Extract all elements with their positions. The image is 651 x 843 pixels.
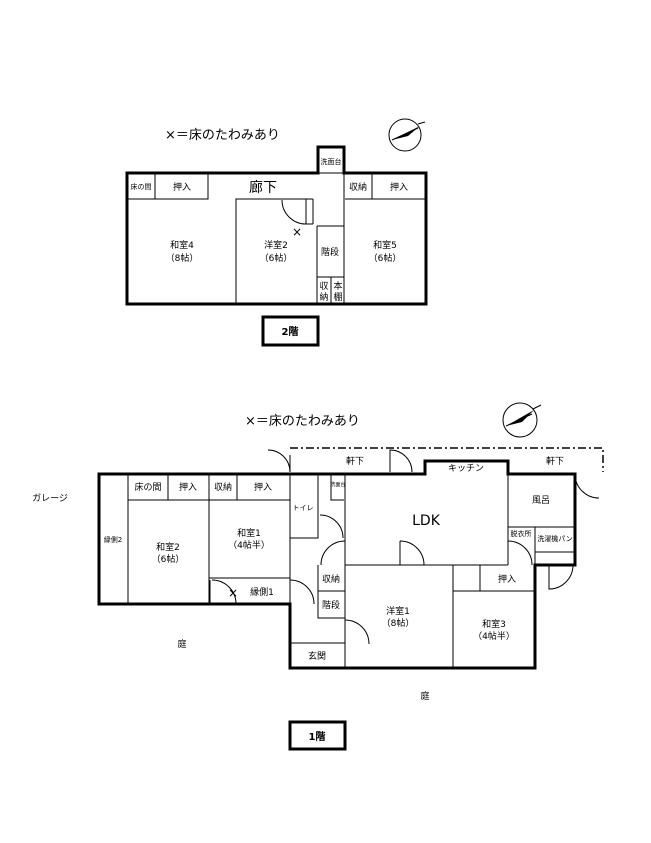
room-label: 収納 [349,181,367,193]
room-label: （4帖半） [473,630,515,642]
legend-text: ×＝床のたわみあり [245,414,360,429]
room-label: （8帖） [382,617,415,629]
room-label: 脱衣所 [511,529,532,538]
legend-text: ×＝床のたわみあり [165,128,280,143]
room-label: 縁側1 [250,586,274,598]
room-label: 押入 [173,181,191,193]
room-label: 和室3 [482,618,506,630]
room-label: 収 [319,280,328,292]
room-label: （6帖） [152,553,185,565]
room-label: 軒下 [346,456,364,467]
room-label: 階段 [321,246,339,258]
garage-label: ガレージ [32,493,68,504]
floor2-label: 2階 [282,325,299,338]
room-label: 床の間 [134,481,161,493]
compass-icon [502,402,542,438]
floor1-plan: ×＝床のたわみあり ガレージ 縁側2 床の間 押入 収納 押入 [32,402,604,751]
room-label: （8帖） [166,252,199,264]
garden-label: 庭 [177,638,186,650]
floor2-outer-wall [125,145,428,306]
room-label: （6帖） [369,252,402,264]
floor1-label: 1階 [309,730,326,743]
room-label: 押入 [179,481,197,493]
room-label: （4帖半） [228,539,270,551]
room-label: 洗面台 [321,157,342,166]
room-label: 床の間 [131,182,152,191]
defect-mark: × [228,586,238,600]
room-label: 収納 [214,481,232,493]
room-label: 棚 [333,291,342,303]
defect-mark: × [292,225,302,239]
room-label: 洋室1 [386,605,410,617]
room-label: 押入 [390,181,408,193]
floor1-label-box [288,720,347,751]
room-label: 廊下 [249,179,277,196]
door-icon [281,199,314,225]
floor2-label-box [261,315,320,347]
room-label: 階段 [322,599,340,611]
room-label: トイレ [293,504,314,512]
room-label: 収納 [322,573,340,585]
room-label: キッチン [448,463,484,474]
room-label: 和室1 [237,527,261,539]
room-label: 納 [319,291,328,303]
room-label: LDK [412,513,441,529]
room-label: 洗濯機パン [537,534,572,543]
room-label: 軒下 [546,456,564,467]
room-label: 洋室2 [264,239,288,251]
garden-label: 庭 [420,690,429,702]
room-label: 押入 [254,481,272,493]
room-label: 玄関 [308,650,326,662]
compass-icon [388,118,426,152]
room-label: （6帖） [260,252,293,264]
room-label: 押入 [498,573,516,585]
room-label: 和室4 [170,239,194,251]
room-label: 縁側2 [104,535,122,544]
room-label: 和室2 [156,541,180,553]
door-icon [209,449,600,645]
room-label: 和室5 [373,239,397,251]
room-label: 本 [333,280,342,292]
room-label: 洗面台 [330,481,345,488]
floor2-plan: ×＝床のたわみあり 床の間 押入 廊下 洗面台 収納 押入 和室4 （8帖） ×… [125,118,428,347]
room-label: 風呂 [532,495,550,506]
